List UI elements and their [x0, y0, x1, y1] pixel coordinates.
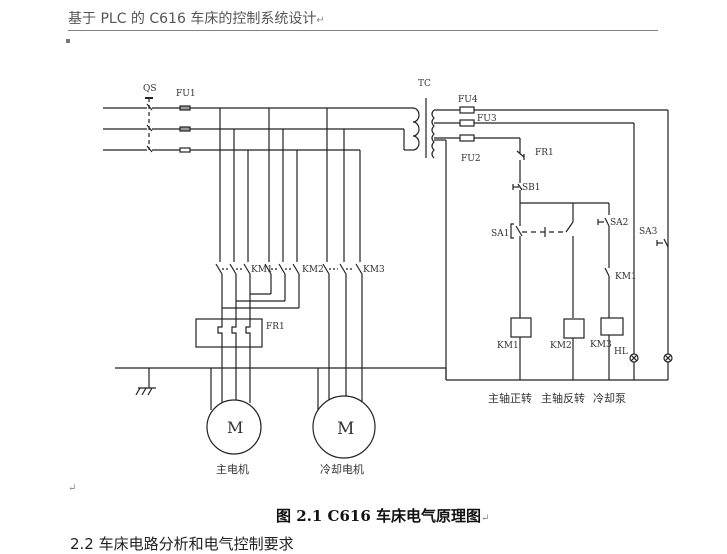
fr1-control-contact: [516, 150, 525, 183]
sb1-button: [512, 183, 523, 203]
label-fu3: FU3: [477, 114, 497, 124]
label-main-motor: 主电机: [216, 462, 249, 476]
fu1-fuse-2: [179, 126, 191, 132]
label-func-pump: 冷却泵: [593, 392, 626, 405]
label-fu1: FU1: [176, 89, 196, 99]
fu4-fuse: [459, 106, 475, 114]
km3-coil: [600, 317, 624, 336]
header-title: 基于 PLC 的 C616 车床的控制系统设计↵: [68, 11, 325, 27]
hl-lamp-2: [663, 353, 673, 363]
label-sa1: SA1: [491, 229, 509, 239]
fu1-fuse-3: [179, 147, 191, 153]
label-func-forward: 主轴正转: [488, 391, 532, 405]
label-tc: TC: [418, 79, 431, 89]
sa1-switch: [510, 203, 574, 318]
fu3-fuse: [459, 119, 475, 127]
coolant-motor: [312, 395, 376, 459]
label-fr1-main: FR1: [266, 322, 285, 332]
km1-coil: [510, 317, 532, 338]
label-sa3: SA3: [639, 227, 658, 237]
tc-primary-coil: [412, 107, 420, 151]
page-header: 基于 PLC 的 C616 车床的控制系统设计↵: [68, 8, 658, 31]
coolant-motor-symbol: M: [337, 419, 354, 439]
label-fu4: FU4: [458, 95, 478, 105]
label-qs: QS: [143, 84, 157, 94]
sa3-switch: [656, 238, 669, 248]
main-motor: [206, 399, 262, 455]
label-sa2: SA2: [610, 218, 628, 228]
qs-switch: [145, 97, 153, 153]
fu1-fuse-1: [179, 105, 191, 111]
label-hl: HL: [614, 347, 628, 357]
label-km2-coil: KM2: [550, 341, 572, 351]
main-motor-symbol: M: [227, 418, 243, 437]
hl-lamp-1: [629, 353, 639, 363]
sa2-button: [597, 217, 610, 268]
paragraph-anchor-marker: [66, 39, 70, 43]
figure-caption: 图 2.1 C616 车床电气原理图↵: [276, 507, 490, 525]
label-km1-main: KM1: [251, 265, 273, 275]
label-km3-main: KM3: [363, 265, 385, 275]
km-main-contacts: [215, 263, 363, 275]
label-km1-coil: KM1: [497, 341, 519, 351]
label-km2-main: KM2: [302, 265, 324, 275]
label-km3-coil: KM3: [590, 340, 612, 350]
fu2-fuse: [459, 134, 475, 142]
tc-secondary-coil: [431, 109, 435, 159]
label-fr1-control: FR1: [535, 148, 554, 158]
label-fu2: FU2: [461, 154, 481, 164]
paragraph-mark: ↵: [68, 483, 77, 494]
label-sb1: SB1: [522, 183, 541, 193]
label-km1-contact: KM1: [615, 272, 637, 282]
km2-coil: [563, 318, 585, 339]
fr1-thermal-relay: [195, 318, 263, 348]
km1-interlock-contact: [604, 267, 610, 318]
label-func-reverse: 主轴反转: [541, 391, 585, 405]
label-coolant-motor: 冷却电机: [320, 462, 364, 476]
